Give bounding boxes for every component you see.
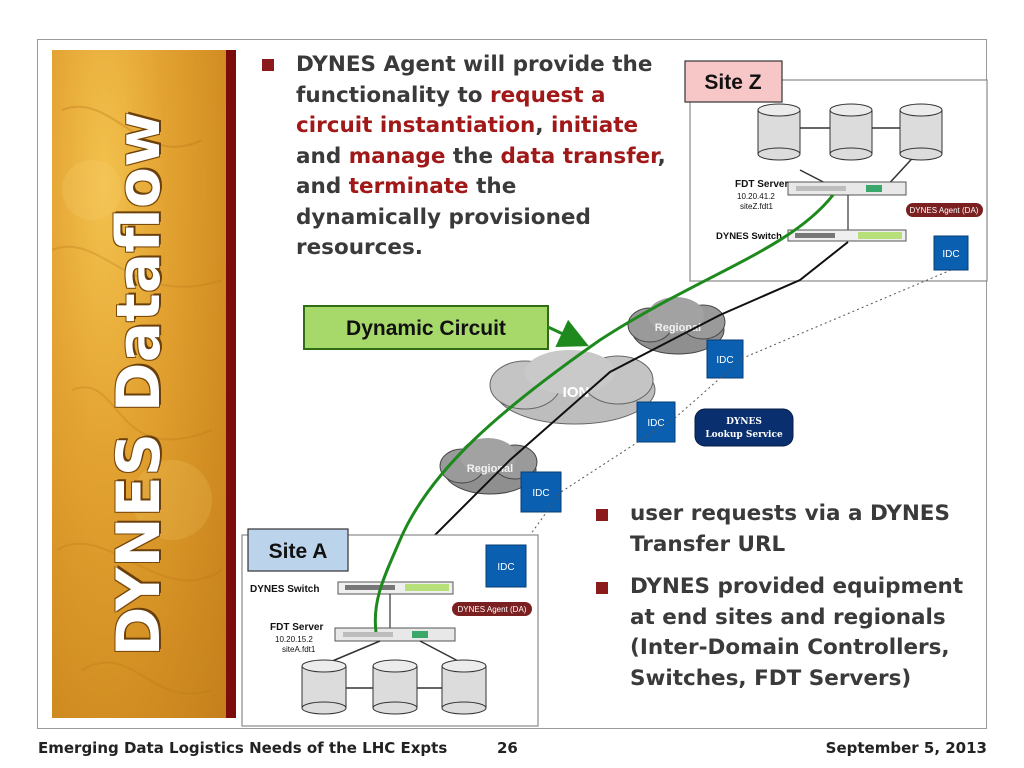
- lookup-service-box: [694, 408, 794, 447]
- bullet-text: and: [296, 143, 349, 169]
- footer-page-number: 26: [497, 739, 518, 757]
- lookup-service-line2: Lookup Service: [705, 430, 783, 440]
- site-a-host: siteA.fdt1: [282, 645, 316, 654]
- site-a-switch-icon: [337, 581, 454, 595]
- site-z-storage: [757, 103, 943, 189]
- site-z-fdt-server-icon: [787, 181, 907, 196]
- site-z-agent-label: DYNES Agent (DA): [910, 206, 979, 215]
- site-z-idc-label: IDC: [942, 249, 959, 260]
- bullet-text: the: [445, 143, 501, 169]
- bullet-square-icon: [262, 59, 274, 71]
- bullet-text: ,: [535, 113, 552, 138]
- storage-cylinder-icon: [899, 103, 943, 161]
- site-a-fdt-server-icon: [334, 627, 456, 642]
- site-a-agent-label: DYNES Agent (DA): [458, 605, 527, 614]
- bottom-bullet-list: user requests via a DYNES Transfer URL D…: [596, 499, 986, 706]
- bullet-highlight: manage: [348, 143, 446, 169]
- idc-control-links: [504, 269, 952, 571]
- bullet-square-icon: [596, 509, 608, 521]
- slide-frame: [37, 39, 987, 729]
- site-z-label: Site Z: [704, 71, 761, 94]
- bullet-square-icon: [596, 582, 608, 594]
- site-z-host: siteZ.fdt1: [740, 202, 773, 211]
- parchment-texture: [52, 105, 223, 695]
- regional-bottom-label: Regional: [467, 463, 513, 475]
- site-a-idc-label: IDC: [497, 562, 514, 573]
- site-z-agent-badge: [906, 203, 983, 217]
- dynamic-circuit-callout: [303, 305, 549, 350]
- dynamic-circuit-path: [373, 194, 835, 633]
- site-a-idc-box: [485, 544, 527, 588]
- site-z-ip: 10.20.41.2: [737, 192, 775, 201]
- idc-ion-box: [636, 401, 676, 443]
- site-a-agent-badge: [452, 602, 532, 616]
- site-z-switch-label: DYNES Switch: [716, 231, 782, 242]
- bullet-agent-functionality: DYNES Agent will provide the functionali…: [262, 50, 667, 264]
- dynamic-circuit-label: Dynamic Circuit: [346, 317, 506, 340]
- site-z-fdt-label: FDT Server: [735, 179, 788, 190]
- site-z-label-box: [684, 60, 783, 103]
- top-bullet-list: DYNES Agent will provide the functionali…: [262, 50, 667, 264]
- storage-cylinder-icon: [301, 659, 347, 715]
- idc-ion-label: IDC: [647, 418, 664, 429]
- footer-date: September 5, 2013: [825, 739, 987, 757]
- site-a-switch-label: DYNES Switch: [250, 584, 319, 595]
- bullet-text: DYNES Agent will provide the functionali…: [296, 52, 653, 108]
- bullet-highlight: initiate: [551, 113, 639, 138]
- storage-cylinder-icon: [372, 659, 418, 715]
- site-a-label: Site A: [269, 540, 328, 563]
- idc-regional-bottom-label: IDC: [532, 488, 549, 499]
- bullet-text: the dynamically provisioned resources.: [296, 174, 591, 260]
- site-z-idc-box: [933, 235, 969, 271]
- bullet-highlight: request a circuit instantiation: [296, 82, 606, 139]
- site-a-storage: [301, 640, 487, 715]
- idc-regional-bottom-box: [520, 471, 562, 513]
- bullet-text: , and: [296, 143, 666, 200]
- idc-regional-top-label: IDC: [716, 355, 733, 366]
- site-a-label-box: [247, 528, 349, 572]
- bullet-highlight: terminate: [348, 174, 469, 199]
- site-z-switch-icon: [787, 229, 907, 242]
- bullet-transfer-url: user requests via a DYNES Transfer URL: [596, 499, 986, 560]
- title-accent-bar: [226, 50, 236, 718]
- bullet-equipment: DYNES provided equipment at end sites an…: [596, 572, 986, 694]
- storage-cylinder-icon: [757, 103, 801, 161]
- bullet-highlight: data transfer: [500, 143, 658, 169]
- title-panel: [52, 50, 226, 718]
- storage-cylinder-icon: [441, 659, 487, 715]
- bullet-text: user requests via a DYNES Transfer URL: [630, 501, 950, 557]
- site-a-fdt-label: FDT Server: [270, 622, 323, 633]
- footer-title: Emerging Data Logistics Needs of the LHC…: [38, 739, 448, 757]
- idc-regional-top-box: [706, 339, 744, 379]
- bullet-text: DYNES provided equipment at end sites an…: [630, 574, 964, 691]
- dynamic-circuit-arrow: [547, 319, 589, 347]
- storage-cylinder-icon: [829, 103, 873, 161]
- site-a-ip: 10.20.15.2: [275, 635, 313, 644]
- lookup-service-line1: DYNES: [726, 417, 762, 427]
